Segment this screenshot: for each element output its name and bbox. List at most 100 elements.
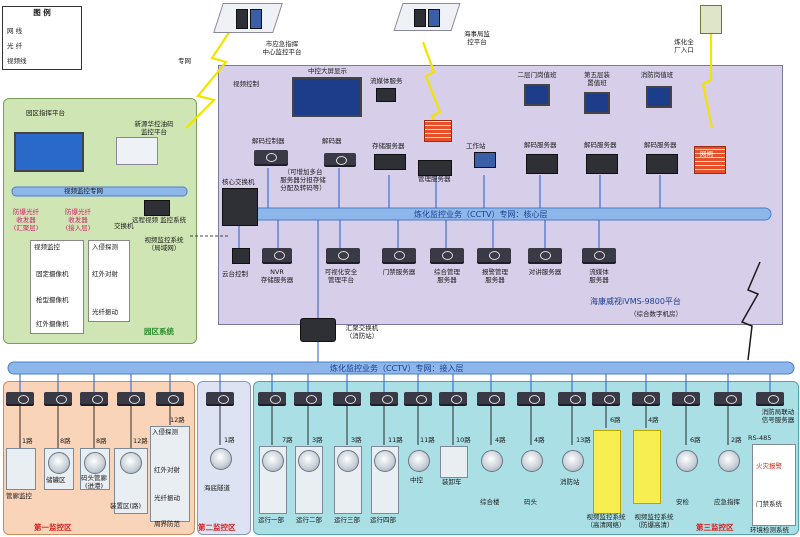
g3-label-11: 6路 bbox=[690, 436, 701, 444]
left-camera-box bbox=[30, 240, 84, 334]
g1-dome-1 bbox=[48, 452, 70, 474]
g3-switch-6 bbox=[477, 392, 505, 404]
station-2-title: 消防岗值班 bbox=[640, 71, 674, 79]
g3-switch-5 bbox=[439, 392, 467, 404]
g3-switch-9 bbox=[592, 392, 620, 404]
core-bottom-label-3: 门禁服务器 bbox=[382, 268, 416, 276]
g3-item-11: 安检 bbox=[676, 498, 689, 506]
left-network-label: 视频监控专网 bbox=[64, 187, 103, 195]
g1-item-2: 码头管廊 (进港) bbox=[81, 474, 107, 490]
streaming-server bbox=[376, 88, 396, 102]
g1-label-0: 1路 bbox=[22, 437, 33, 445]
g3-item-8: 消防站 bbox=[560, 478, 580, 486]
maritime-label: 海事局监 控平台 bbox=[464, 30, 490, 46]
g1-label-1: 8路 bbox=[60, 437, 71, 445]
g3-sensor: RS-485 bbox=[748, 434, 772, 442]
core-switch bbox=[222, 188, 258, 226]
g3-label-12: 2路 bbox=[731, 436, 742, 444]
g1-label-4: 12路 bbox=[170, 416, 185, 424]
station-0-device-label: 解码服务器 bbox=[524, 141, 557, 149]
left-pink-label-2: 防爆光纤 收发器 (接入层) bbox=[65, 208, 91, 232]
left-panel-title: 园区指挥平台 bbox=[26, 109, 65, 117]
g3-dome-1 bbox=[298, 450, 320, 472]
left-detector-1: 红外对射 bbox=[92, 270, 118, 278]
cloud-label: 云台控制 bbox=[222, 270, 248, 278]
core-bottom-label-5: 报警管理 服务器 bbox=[482, 268, 508, 284]
station-1-monitor bbox=[584, 92, 610, 114]
firewall-1 bbox=[424, 120, 452, 142]
left-camera-0: 视频监控 bbox=[34, 243, 60, 251]
g1-switch-3 bbox=[117, 392, 145, 404]
left-server-icon bbox=[116, 137, 158, 165]
maritime-servers bbox=[393, 3, 461, 31]
fire-dept-door-icon bbox=[700, 5, 722, 34]
legend-item-network: 网 线 bbox=[7, 27, 23, 35]
g1-intrusion-0: 入侵探测 bbox=[152, 428, 178, 436]
station-1-device bbox=[586, 154, 618, 174]
g2-switch bbox=[206, 392, 234, 404]
city-center-servers bbox=[213, 3, 283, 33]
g3-item-6: 综合楼 bbox=[480, 498, 500, 506]
legend: 图 例 网 线 光 纤 视频线 bbox=[2, 6, 82, 70]
storage-server bbox=[374, 154, 406, 170]
g3-item-0: 运行一部 bbox=[258, 516, 284, 524]
left-system-name: 园区系统 bbox=[144, 327, 174, 336]
g3-switch-1 bbox=[294, 392, 322, 404]
dedicated-line-label: 专网 bbox=[178, 57, 191, 65]
g3-switch-0 bbox=[258, 392, 286, 404]
core-bottom-label-6: 对讲服务器 bbox=[528, 268, 562, 276]
g3-label-1: 3路 bbox=[312, 436, 323, 444]
left-pink-label-1: 防爆光纤 收发器 (汇聚层) bbox=[13, 208, 39, 232]
fiber-link-city bbox=[185, 27, 233, 129]
g3-dome-3 bbox=[374, 450, 396, 472]
g3-switch-2 bbox=[333, 392, 361, 404]
left-remote-box bbox=[144, 200, 170, 216]
g3-fire-detect: 环境检测系统 bbox=[750, 526, 789, 534]
g3-label-0: 7路 bbox=[282, 436, 293, 444]
left-zone-note: 视频监控系统 （局域网） bbox=[144, 236, 184, 252]
g1-item-0: 管廊监控 bbox=[6, 492, 32, 500]
station-1-device-label: 解码服务器 bbox=[584, 141, 617, 149]
core-bottom-label-7: 流媒体 服务器 bbox=[589, 268, 609, 284]
g3-fire-item-0: 火灾报警 bbox=[756, 462, 782, 470]
left-panel-subtitle: 新源华控油码 监控平台 bbox=[134, 120, 174, 136]
nvr-device bbox=[262, 248, 292, 262]
g3-dome-8 bbox=[562, 450, 584, 472]
access-bus-label: 炼化监控业务（CCTV）专网：接入层 bbox=[330, 364, 464, 373]
g3-label-7: 4路 bbox=[534, 436, 545, 444]
legend-title: 图 例 bbox=[33, 8, 51, 17]
g3-switch-12 bbox=[714, 392, 742, 404]
g3-item-12: 应急指挥 bbox=[714, 498, 740, 506]
station-2-monitor bbox=[646, 86, 672, 108]
nvr-label: NVR 存储服务器 bbox=[260, 268, 294, 284]
left-remote-label: 远程视频 监控系统 bbox=[132, 216, 187, 224]
gateway-firewall bbox=[694, 146, 726, 174]
left-detector-0: 入侵探测 bbox=[92, 243, 118, 251]
g3-switch-7 bbox=[517, 392, 545, 404]
g3-dome-4 bbox=[408, 450, 430, 472]
decoder-b bbox=[324, 153, 356, 165]
g1-extra: 周界防范 bbox=[154, 520, 180, 528]
g3-label-5: 10路 bbox=[456, 436, 471, 444]
g3-dome-11 bbox=[676, 450, 698, 472]
aggregation-switch-label: 汇聚交换机 （消防站） bbox=[345, 324, 379, 340]
g1-label-2: 8路 bbox=[96, 437, 107, 445]
gateway-label: 网闸 bbox=[700, 150, 713, 158]
g3-switch-3 bbox=[370, 392, 398, 404]
g3-item-3: 运行四部 bbox=[370, 516, 396, 524]
core-bottom-label-4: 综合管理 服务器 bbox=[434, 268, 460, 284]
left-detector-box bbox=[88, 240, 130, 322]
left-camera-1: 固定摄像机 bbox=[36, 270, 69, 278]
left-switch-label: 交换机 bbox=[114, 222, 134, 230]
g2-item: 海底隧道 bbox=[204, 484, 230, 492]
streaming-label: 流媒体服务 bbox=[370, 77, 403, 85]
city-server-icon bbox=[236, 9, 248, 29]
g1-switch-2 bbox=[80, 392, 108, 404]
maritime-server-icon bbox=[414, 9, 426, 27]
left-camera-2: 枪型摄像机 bbox=[36, 296, 69, 304]
g3-name: 第三监控区 bbox=[696, 523, 734, 532]
g1-cam-panel-0 bbox=[6, 448, 36, 490]
city-server-icon bbox=[250, 9, 262, 29]
decoder-b-label: 解码器 bbox=[322, 137, 342, 145]
core-bottom-device-5 bbox=[477, 248, 511, 262]
